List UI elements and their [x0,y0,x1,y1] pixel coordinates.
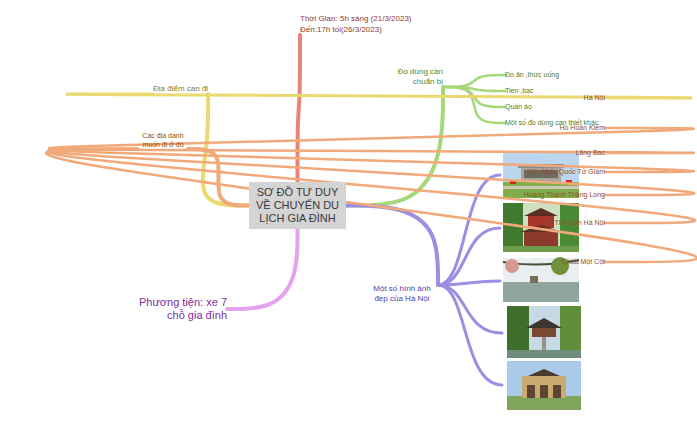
branch-topic: Đồ dùng cần chuẩn bị [391,67,443,87]
photo-branches [438,175,502,385]
shrine [532,328,556,337]
sky [507,306,581,358]
photo-branch [438,285,502,385]
topic-text: Thời Gian: 5h sáng (21/3/2023) Đến:17h t… [300,13,428,35]
photo-pagoda [507,306,581,358]
topic-text: Hồ Hoàn Kiếm [559,123,605,133]
photo-branch [438,281,500,285]
topic-text: Chùa Một Cột [562,257,605,267]
roof [528,369,560,376]
roof [524,208,558,216]
photo-citadel [507,361,581,410]
leaf-topic: Quần áo [505,102,532,112]
leaf-topic: Hà Nội [584,93,605,103]
topic-text: Các địa danh muốn đi ở đó [138,131,188,149]
branch-topic: Thời Gian: 5h sáng (21/3/2023) Đến:17h t… [300,13,428,35]
water [503,282,579,302]
photo-branch [438,228,500,285]
leaf-topic: Đồ ăn ,thức uống [505,70,559,80]
topic-text: Địa điểm cần đi [153,83,208,94]
branch-topic: Các địa danh muốn đi ở đó [138,131,188,149]
photo-branch [438,285,502,333]
photo-branch [438,175,500,285]
sky [503,203,579,252]
leaf-topic: Văn Miếu Quốc Tử Giám [527,167,605,177]
topic-text: Văn Miếu Quốc Tử Giám [527,167,605,177]
topic-text: Phương tiện: xe 7 chỗ gia đình [139,296,227,322]
branch-connector [227,229,298,309]
topic-text: Đồ dùng cần chuẩn bị [391,67,443,87]
topic-text: SƠ ĐỒ TƯ DUY VỀ CHUYẾN DU LỊCH GIA ĐÌNH [253,186,342,225]
pillar [542,337,546,351]
branch-connector [298,35,301,182]
photo-temple [503,203,579,252]
branch-connector [443,75,505,87]
leaf-topic: Nhà Thờ Lớn Hà Nội [540,218,605,228]
leaf-topic: Hồ Hoàn Kiếm [559,123,605,133]
branch-connector [46,149,697,262]
branch-topic: Địa điểm cần đi [153,83,208,94]
pond [507,350,581,358]
topic-text: Hoàng Thành Thăng Long [524,190,605,200]
topic-text: Lăng Bác [575,148,605,158]
branch-connector [49,128,694,149]
topic-text: Tiền ,bạc [505,86,534,96]
trees [560,203,579,252]
branch-connector [443,87,505,123]
central-topic: SƠ ĐỒ TƯ DUY VỀ CHUYẾN DU LỊCH GIA ĐÌNH [249,182,346,229]
sky [507,361,581,410]
arch [553,385,561,398]
branch-connector [48,149,695,223]
path [503,186,579,189]
tower [530,276,538,283]
ground [503,246,579,252]
roof [526,318,562,328]
leaf-topic: Chùa Một Cột [562,257,605,267]
gate [524,232,558,246]
leaf-topic: Lăng Bác [575,148,605,158]
branch-topic: Phương tiện: xe 7 chỗ gia đình [139,296,227,322]
topic-text: Một số hình ảnh đẹp của Hà Nội [366,284,438,304]
branch-connector [49,149,695,195]
lawn [507,396,581,410]
topic-text: Hà Nội [584,93,605,103]
leaf-topic: Tiền ,bạc [505,86,534,96]
topic-text: Đồ ăn ,thức uống [505,70,559,80]
branch-connector [346,206,438,285]
trees [503,203,523,252]
arch [540,385,548,398]
gate [522,376,566,398]
branch-topic: Một số hình ảnh đẹp của Hà Nội [366,284,438,304]
blossom [505,259,519,273]
arch [527,385,535,398]
topic-text: Quần áo [505,102,532,112]
topic-text: Nhà Thờ Lớn Hà Nội [540,218,605,228]
leaf-topic: Hoàng Thành Thăng Long [524,190,605,200]
